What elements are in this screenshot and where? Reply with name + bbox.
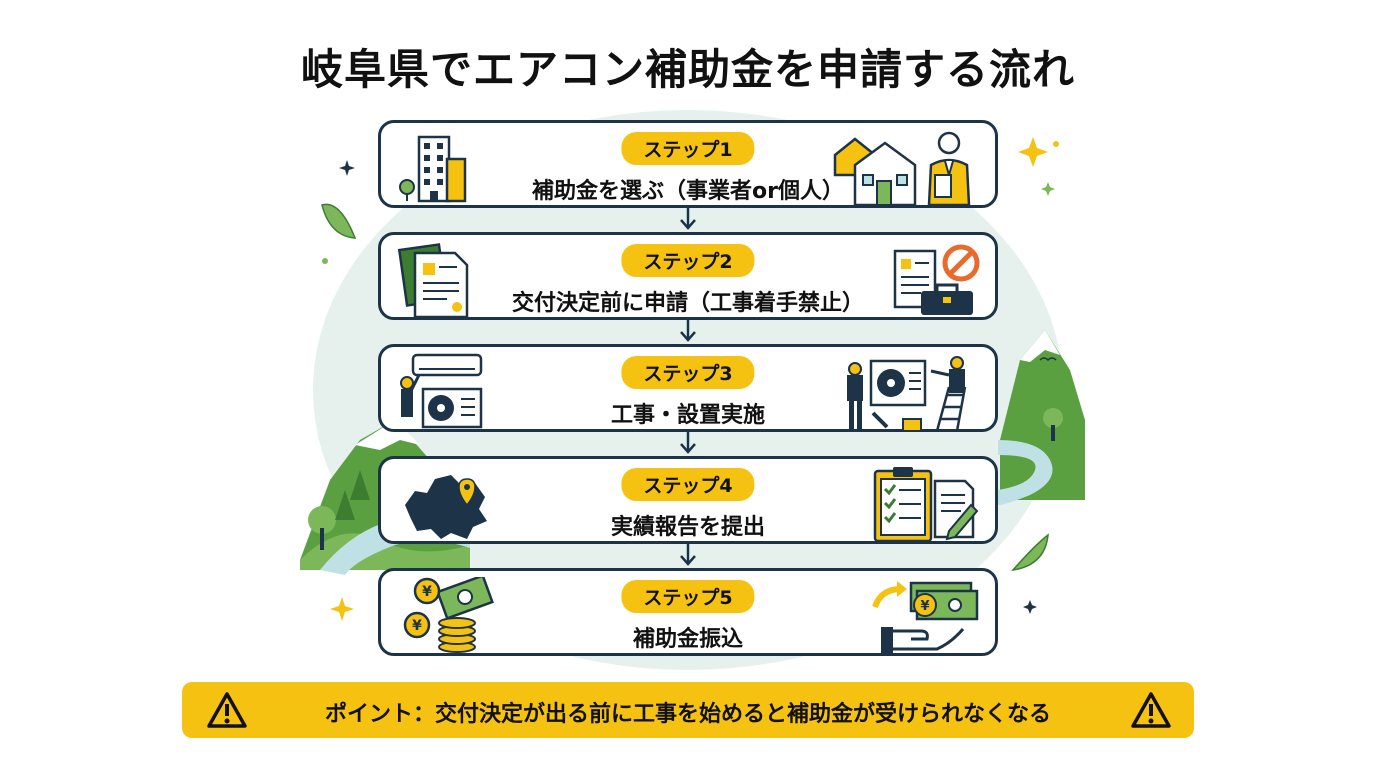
yen-coins-icon: ¥ ¥	[403, 577, 494, 653]
step-5-badge: ステップ5	[621, 580, 755, 613]
arrow-2-3-icon	[680, 320, 696, 342]
step-5-card: ステップ5 補助金振込 ¥ ¥ ¥	[378, 568, 998, 656]
step-1-text: 補助金を選ぶ（事業者or個人）	[532, 179, 844, 204]
arrow-3-4-icon	[680, 432, 696, 454]
step-2-card: ステップ2 交付決定前に申請（工事着手禁止）	[378, 232, 998, 320]
step-4-badge: ステップ4	[621, 468, 755, 501]
svg-text:¥: ¥	[422, 584, 432, 600]
documents-icon	[397, 243, 469, 319]
step-2-text: 交付決定前に申請（工事着手禁止）	[511, 291, 864, 316]
step-3-text: 工事・設置実施	[610, 403, 765, 428]
checklist-report-icon	[873, 467, 979, 543]
point-notice-banner: ポイント：交付決定が出る前に工事を始めると補助金が受けられなくなる	[182, 682, 1194, 738]
arrow-1-2-icon	[680, 208, 696, 230]
outdoor-unit-workers-icon	[847, 356, 967, 432]
page-title: 岐阜県でエアコン補助金を申請する流れ	[300, 45, 1075, 94]
step-3-card: ステップ3 工事・設置実施	[378, 344, 998, 432]
office-building-icon	[399, 135, 467, 203]
step-1-card: ステップ1 補助金を選ぶ（事業者or個人）	[378, 120, 998, 208]
money-transfer-hand-icon: ¥	[872, 581, 979, 653]
svg-text:¥: ¥	[412, 618, 422, 634]
step-2-badge: ステップ2	[621, 244, 755, 277]
air-conditioner-install-icon	[400, 353, 483, 429]
gifu-map-pin-icon	[405, 475, 487, 539]
svg-text:¥: ¥	[920, 599, 929, 614]
step-4-card: ステップ4 実績報告を提出	[378, 456, 998, 544]
house-and-consultant-icon	[833, 131, 971, 207]
arrow-4-5-icon	[680, 544, 696, 566]
step-4-text: 実績報告を提出	[610, 515, 765, 540]
step-5-text: 補助金振込	[632, 627, 743, 652]
point-notice-text: ポイント：交付決定が出る前に工事を始めると補助金が受けられなくなる	[324, 702, 1051, 727]
warning-icon	[207, 692, 247, 728]
warning-icon	[1131, 692, 1171, 728]
no-construction-toolbox-icon	[893, 244, 980, 315]
step-1-badge: ステップ1	[621, 132, 755, 165]
step-3-badge: ステップ3	[621, 356, 755, 389]
